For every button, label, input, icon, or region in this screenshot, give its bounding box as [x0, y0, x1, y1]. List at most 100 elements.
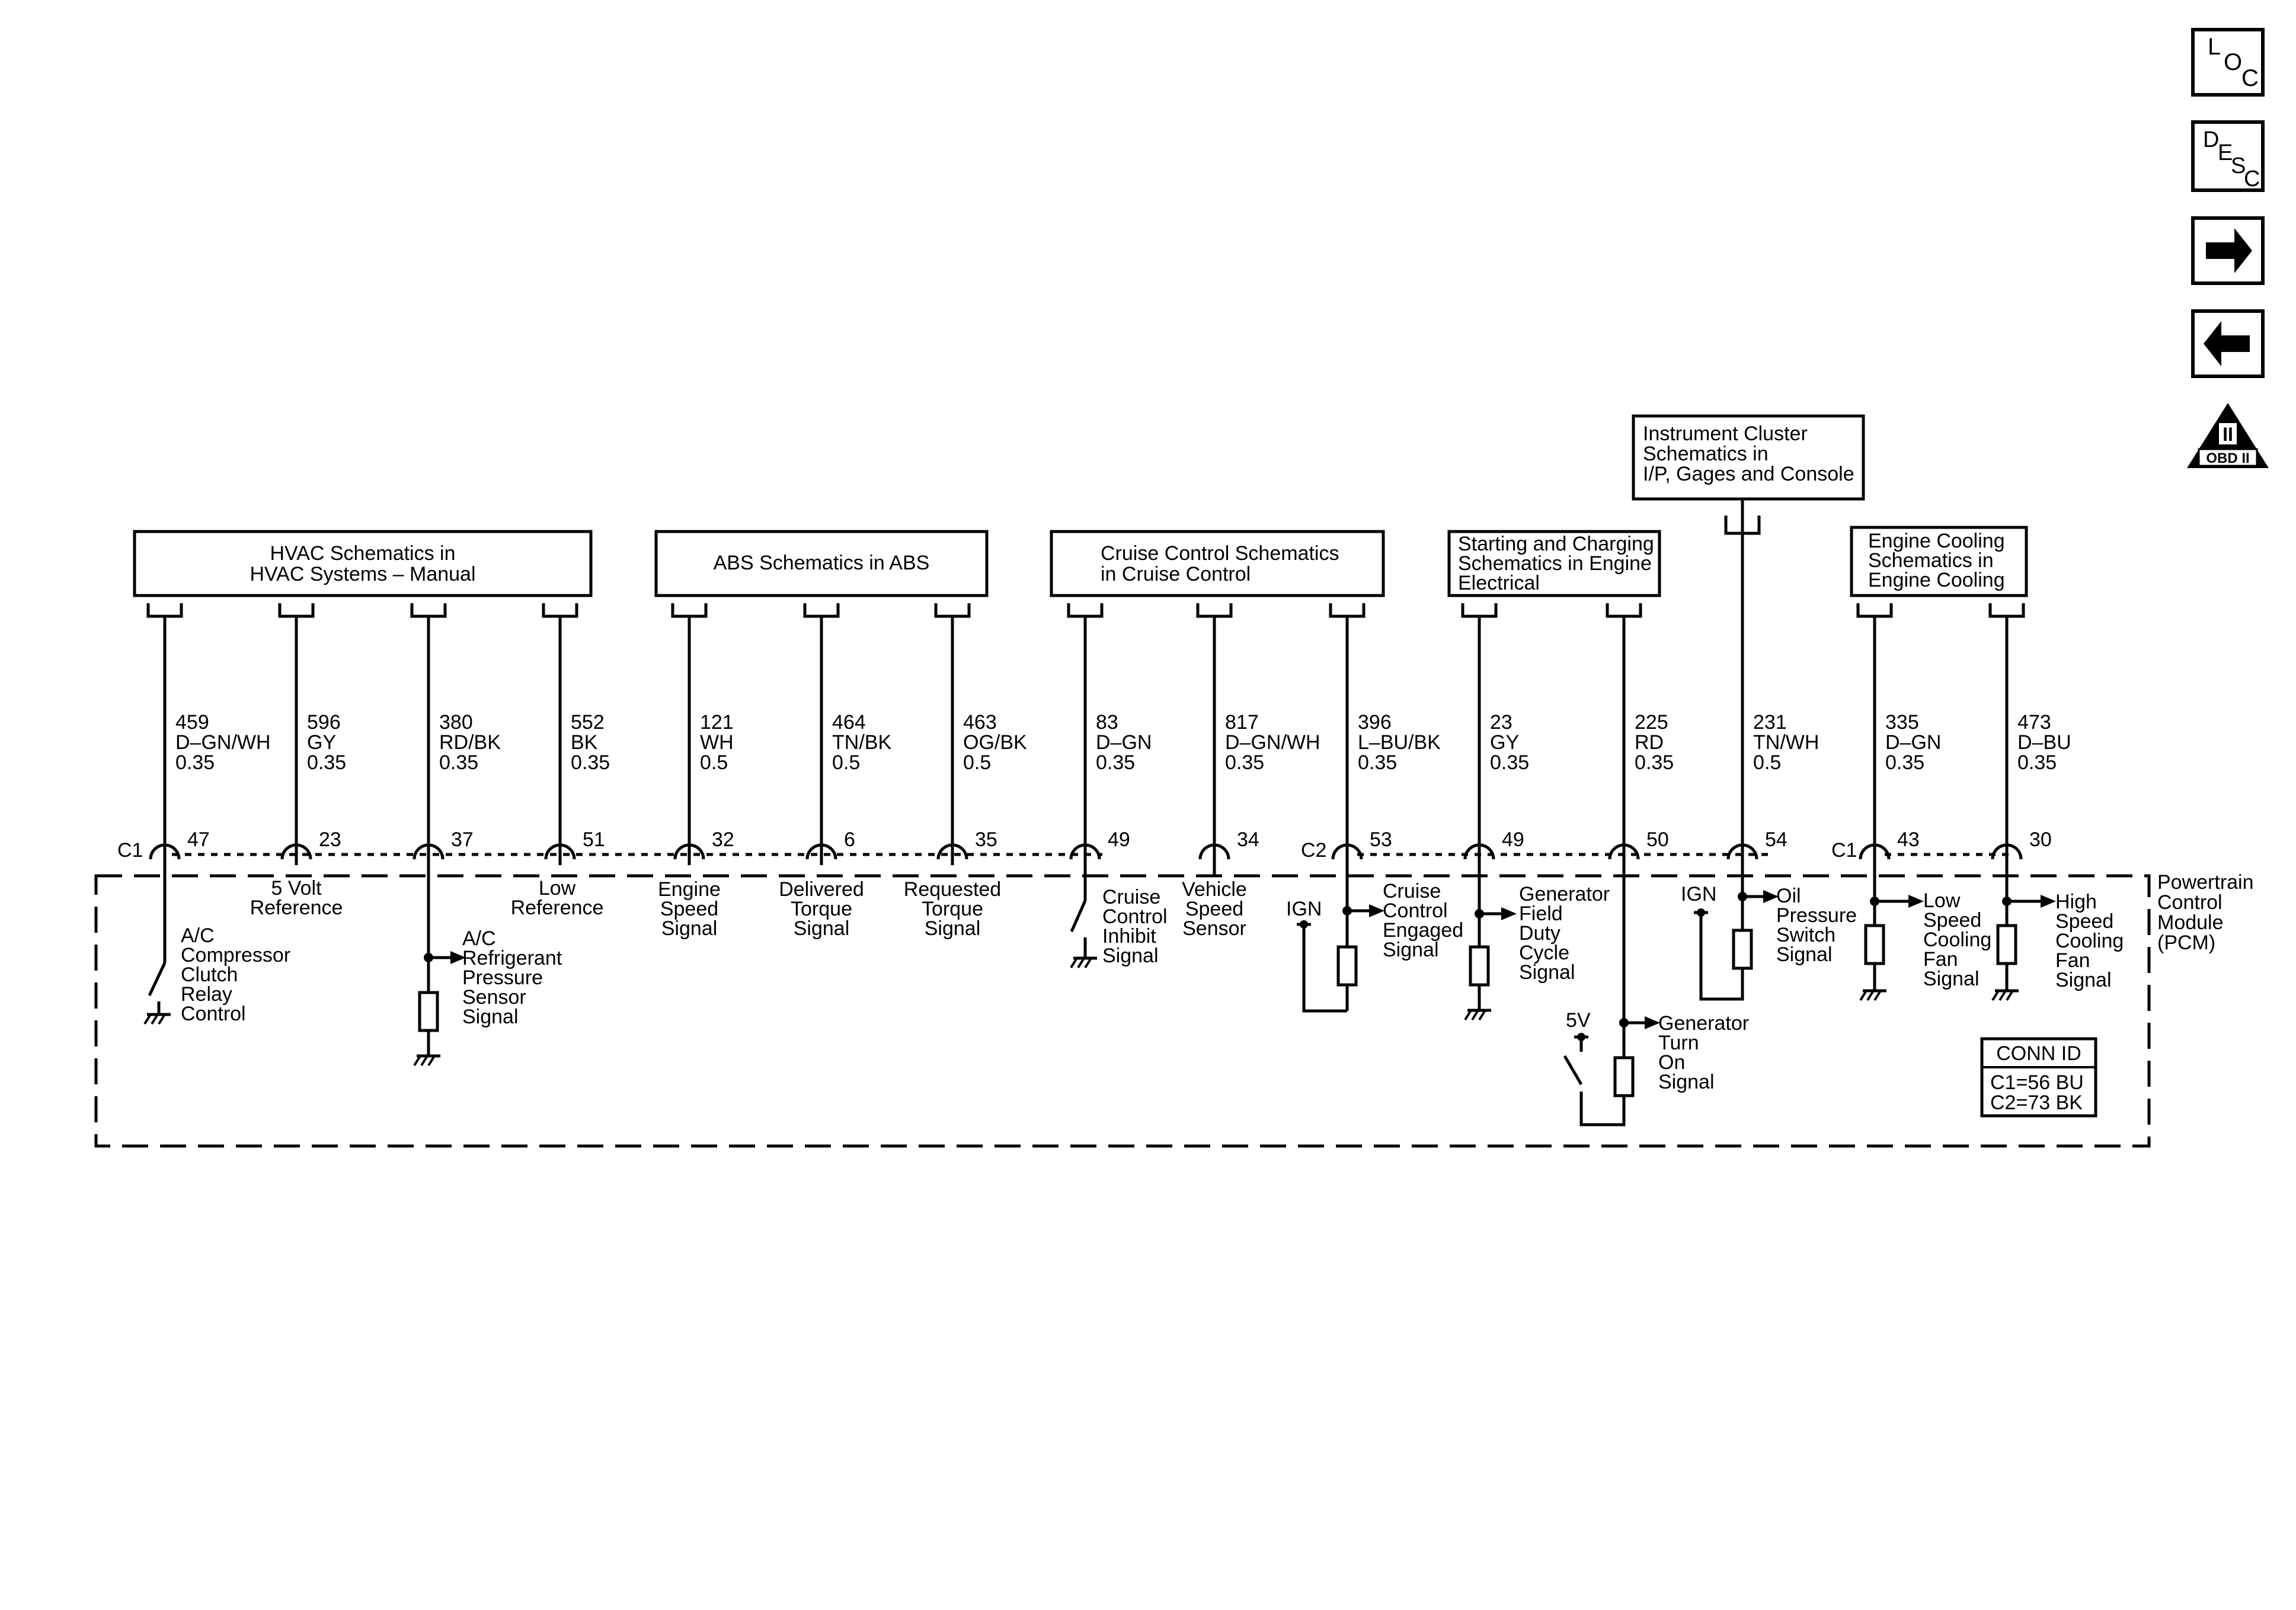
starting-charging-schematic-box[interactable]: Starting and Charging Schematics in Engi…	[1447, 530, 1661, 597]
hvac-schematic-box[interactable]: HVAC Schematics in HVAC Systems – Manual	[133, 530, 593, 597]
wire-terminal	[278, 603, 315, 618]
svg-text:Refrigerant: Refrigerant	[462, 947, 562, 969]
connector-c2-label: C2	[1301, 839, 1326, 862]
arrow-right-icon	[2206, 228, 2252, 273]
wire-gauge: 0.35	[1358, 751, 1397, 774]
connector-c1-label: C1	[117, 839, 143, 862]
wire-terminal	[1329, 603, 1366, 618]
circuit-number: 817	[1225, 711, 1259, 734]
ground-icon	[143, 1013, 171, 1025]
svg-text:Speed: Speed	[660, 898, 718, 920]
svg-text:Signal: Signal	[1383, 939, 1439, 961]
circuit-number: 225	[1635, 711, 1668, 734]
junction-dot	[2002, 897, 2012, 906]
ground-icon	[1859, 989, 1886, 1001]
desc-button[interactable]: D E S C	[2191, 120, 2265, 192]
loc-letter-o: O	[2224, 49, 2242, 75]
wire-gauge: 0.5	[963, 751, 991, 774]
arrow-right-icon	[450, 951, 466, 964]
svg-text:Oil: Oil	[1776, 885, 1801, 907]
ground-icon	[1464, 1009, 1491, 1021]
gen-turn-on-switch	[1563, 1055, 1583, 1086]
cruise-box-line-1: Cruise Control Schematics	[1101, 542, 1339, 565]
next-page-button[interactable]	[2191, 216, 2265, 285]
wire-gauge: 0.35	[571, 751, 610, 774]
pin-number: 34	[1237, 828, 1259, 851]
circuit-number: 464	[832, 711, 866, 734]
svg-text:Control: Control	[1383, 900, 1448, 922]
conn-id-line-1: C1=56 BU	[1990, 1071, 2084, 1094]
svg-text:Module: Module	[2157, 911, 2224, 934]
svg-text:Cycle: Cycle	[1519, 942, 1569, 964]
svg-text:Signal: Signal	[1923, 968, 1980, 990]
wire-color: D–GN	[1096, 731, 1152, 754]
pin-number: 23	[319, 828, 341, 851]
svg-text:On: On	[1658, 1051, 1685, 1074]
ground-icon	[1070, 956, 1097, 969]
ground-icon	[413, 1054, 440, 1067]
svg-text:Vehicle: Vehicle	[1182, 878, 1247, 901]
svg-text:Switch: Switch	[1776, 924, 1835, 946]
desc-letter-c: C	[2244, 167, 2260, 191]
circuit-number: 121	[700, 711, 734, 734]
wire-color: BK	[571, 731, 598, 754]
svg-text:Signal: Signal	[2055, 969, 2112, 991]
svg-text:Cooling: Cooling	[2055, 930, 2124, 952]
arrow-right-icon	[1908, 895, 1924, 908]
wire-terminal	[803, 603, 840, 618]
wire-color: TN/WH	[1753, 731, 1819, 754]
wire-color: D–GN/WH	[175, 731, 271, 754]
svg-text:Signal: Signal	[1102, 945, 1159, 967]
svg-text:Control: Control	[181, 1003, 246, 1025]
desc-letter-s: S	[2231, 153, 2246, 178]
pin-number: 47	[187, 828, 210, 851]
svg-text:Powertrain: Powertrain	[2157, 871, 2254, 894]
cruise-engaged-resistor	[1336, 945, 1358, 987]
wire-color: D–BU	[2017, 731, 2071, 754]
previous-page-button[interactable]	[2191, 309, 2265, 378]
circuit-number: 463	[963, 711, 997, 734]
svg-text:Requested: Requested	[904, 878, 1001, 901]
svg-text:Low: Low	[1923, 889, 1961, 912]
wire-gauge: 0.35	[307, 751, 346, 774]
engine-cooling-schematic-box[interactable]: Engine Cooling Schematics in Engine Cool…	[1850, 526, 2028, 597]
instrument-cluster-schematic-box[interactable]: Instrument Cluster Schematics in I/P, Ga…	[1632, 414, 1865, 501]
svg-text:Delivered: Delivered	[779, 878, 864, 901]
conn-id-title: CONN ID	[1996, 1042, 2081, 1065]
hvac-box-line-2: HVAC Systems – Manual	[250, 563, 475, 585]
svg-text:(PCM): (PCM)	[2157, 932, 2215, 954]
svg-text:Speed: Speed	[1923, 909, 1981, 932]
svg-text:Control: Control	[2157, 891, 2223, 914]
cruise-inhibit-switch	[1070, 900, 1087, 933]
wire-terminal	[1988, 603, 2025, 618]
cruise-schematic-box[interactable]: Cruise Control Schematics in Cruise Cont…	[1050, 530, 1385, 597]
svg-text:Duty: Duty	[1519, 922, 1560, 945]
wire-color: TN/BK	[832, 731, 891, 754]
loc-button[interactable]: L O C	[2191, 28, 2265, 97]
svg-text:Signal: Signal	[462, 1006, 519, 1028]
desc-letter-d: D	[2203, 127, 2219, 152]
obd-ii-button[interactable]: II OBD II	[2187, 403, 2269, 468]
abs-schematic-box[interactable]: ABS Schematics in ABS	[654, 530, 989, 597]
pin-number: 54	[1765, 828, 1787, 851]
svg-text:Reference: Reference	[511, 897, 604, 919]
svg-text:Cruise: Cruise	[1102, 886, 1160, 908]
svg-text:Clutch: Clutch	[181, 964, 238, 986]
